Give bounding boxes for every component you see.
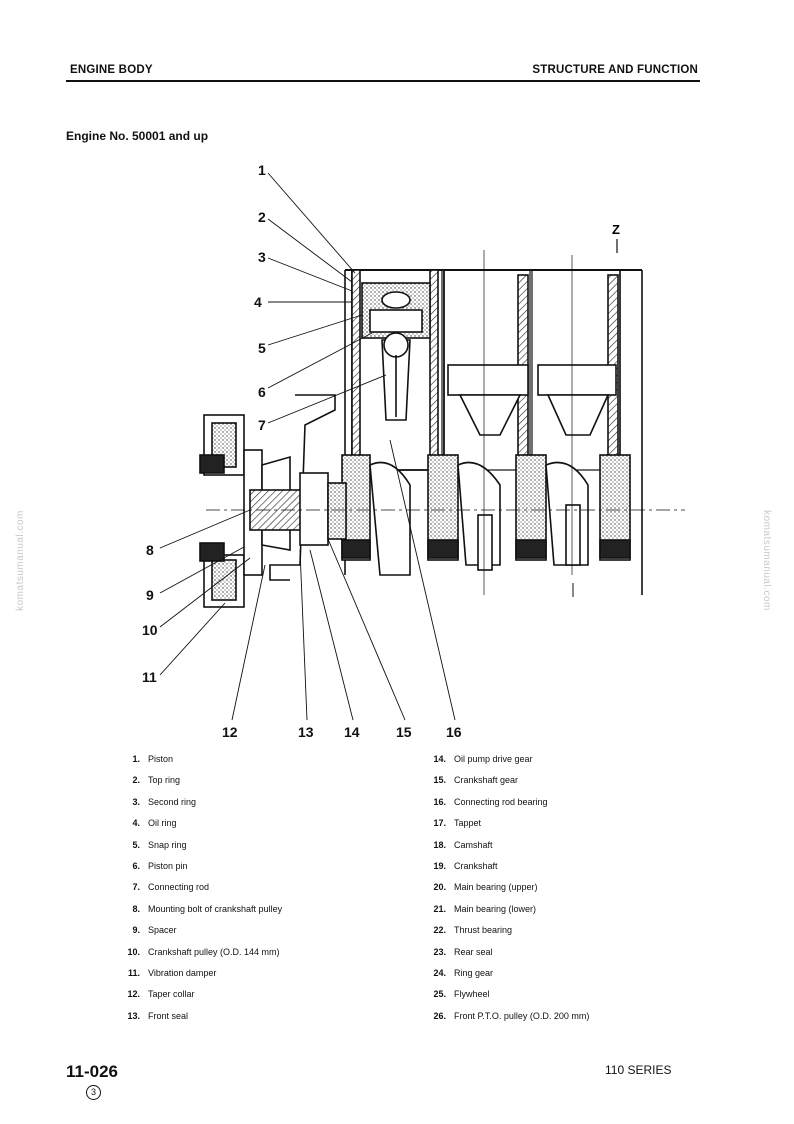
callout-12: 12 <box>222 724 238 740</box>
legend-item: 12.Taper collar <box>127 989 195 1000</box>
callout-9: 9 <box>146 587 154 603</box>
legend-item: 25.Flywheel <box>433 989 490 1000</box>
callout-7: 7 <box>258 417 266 433</box>
callout-leaders <box>159 172 456 721</box>
legend-item: 23.Rear seal <box>433 946 493 957</box>
legend-item: 26.Front P.T.O. pulley (O.D. 200 mm) <box>433 1010 590 1021</box>
legend-item: 11.Vibration damper <box>127 967 217 978</box>
legend-item: 16.Connecting rod bearing <box>433 796 548 807</box>
callout-4: 4 <box>254 294 262 310</box>
revision-badge: 3 <box>86 1085 101 1100</box>
callout-16: 16 <box>446 724 462 740</box>
legend-item: 17.Tappet <box>433 818 482 829</box>
legend-item: 3.Second ring <box>132 796 197 807</box>
callout-10: 10 <box>142 622 158 638</box>
legend-item: 24.Ring gear <box>433 967 494 978</box>
legend-item: 6.Piston pin <box>132 860 188 871</box>
callout-5: 5 <box>258 340 266 356</box>
callout-8: 8 <box>146 542 154 558</box>
header-chapter-title: STRUCTURE AND FUNCTION <box>532 64 698 76</box>
callout-11: 11 <box>142 669 157 685</box>
watermark-left: komatsumanual.com <box>14 510 26 611</box>
engine-block <box>199 250 685 608</box>
legend-item: 1.Piston <box>132 754 174 764</box>
legend-item: 5.Snap ring <box>132 839 187 850</box>
page-subtitle: Engine No. 50001 and up <box>66 129 209 143</box>
legend-item: 19.Crankshaft <box>433 860 498 871</box>
legend-item: 10.Crankshaft pulley (O.D. 144 mm) <box>127 946 280 957</box>
legend-item: 22.Thrust bearing <box>433 925 513 936</box>
page-number: 11-026 <box>66 1062 118 1081</box>
legend-item: 13.Front seal <box>127 1010 189 1021</box>
header-rule <box>66 80 700 82</box>
callout-1: 1 <box>258 162 266 178</box>
callout-14: 14 <box>344 724 360 740</box>
legend-item: 2.Top ring <box>132 775 181 786</box>
legend-item: 18.Camshaft <box>433 839 493 850</box>
callout-13: 13 <box>298 724 314 740</box>
series-label: 110 SERIES <box>605 1063 672 1077</box>
section-mark-z: Z <box>612 222 620 237</box>
callout-numbers: 1 2 3 4 5 6 7 8 9 10 11 12 13 14 15 16 <box>142 162 462 740</box>
legend-item: 7.Connecting rod <box>132 882 210 893</box>
legend-item: 14.Oil pump drive gear <box>433 754 533 764</box>
callout-3: 3 <box>258 249 266 265</box>
legend-item: 21.Main bearing (lower) <box>433 903 537 914</box>
engine-cross-section-diagram: Z 1 2 3 4 5 6 7 8 9 10 11 12 13 14 15 <box>142 162 685 740</box>
callout-2: 2 <box>258 209 266 225</box>
callout-15: 15 <box>396 724 412 740</box>
legend-item: 4.Oil ring <box>132 818 177 829</box>
watermark-right: komatsumanual.com <box>760 510 772 611</box>
legend-item: 20.Main bearing (upper) <box>433 882 538 893</box>
header-section-title: ENGINE BODY <box>70 64 153 76</box>
legend-item: 8.Mounting bolt of crankshaft pulley <box>132 903 283 914</box>
legend-item: 9.Spacer <box>132 925 177 936</box>
legend-right-column: 14.Oil pump drive gear 15.Crankshaft gea… <box>418 752 589 1030</box>
legend-item: 15.Crankshaft gear <box>433 775 519 786</box>
callout-6: 6 <box>258 384 266 400</box>
legend-left-column: 1.Piston 2.Top ring 3.Second ring 4.Oil … <box>112 752 282 1030</box>
